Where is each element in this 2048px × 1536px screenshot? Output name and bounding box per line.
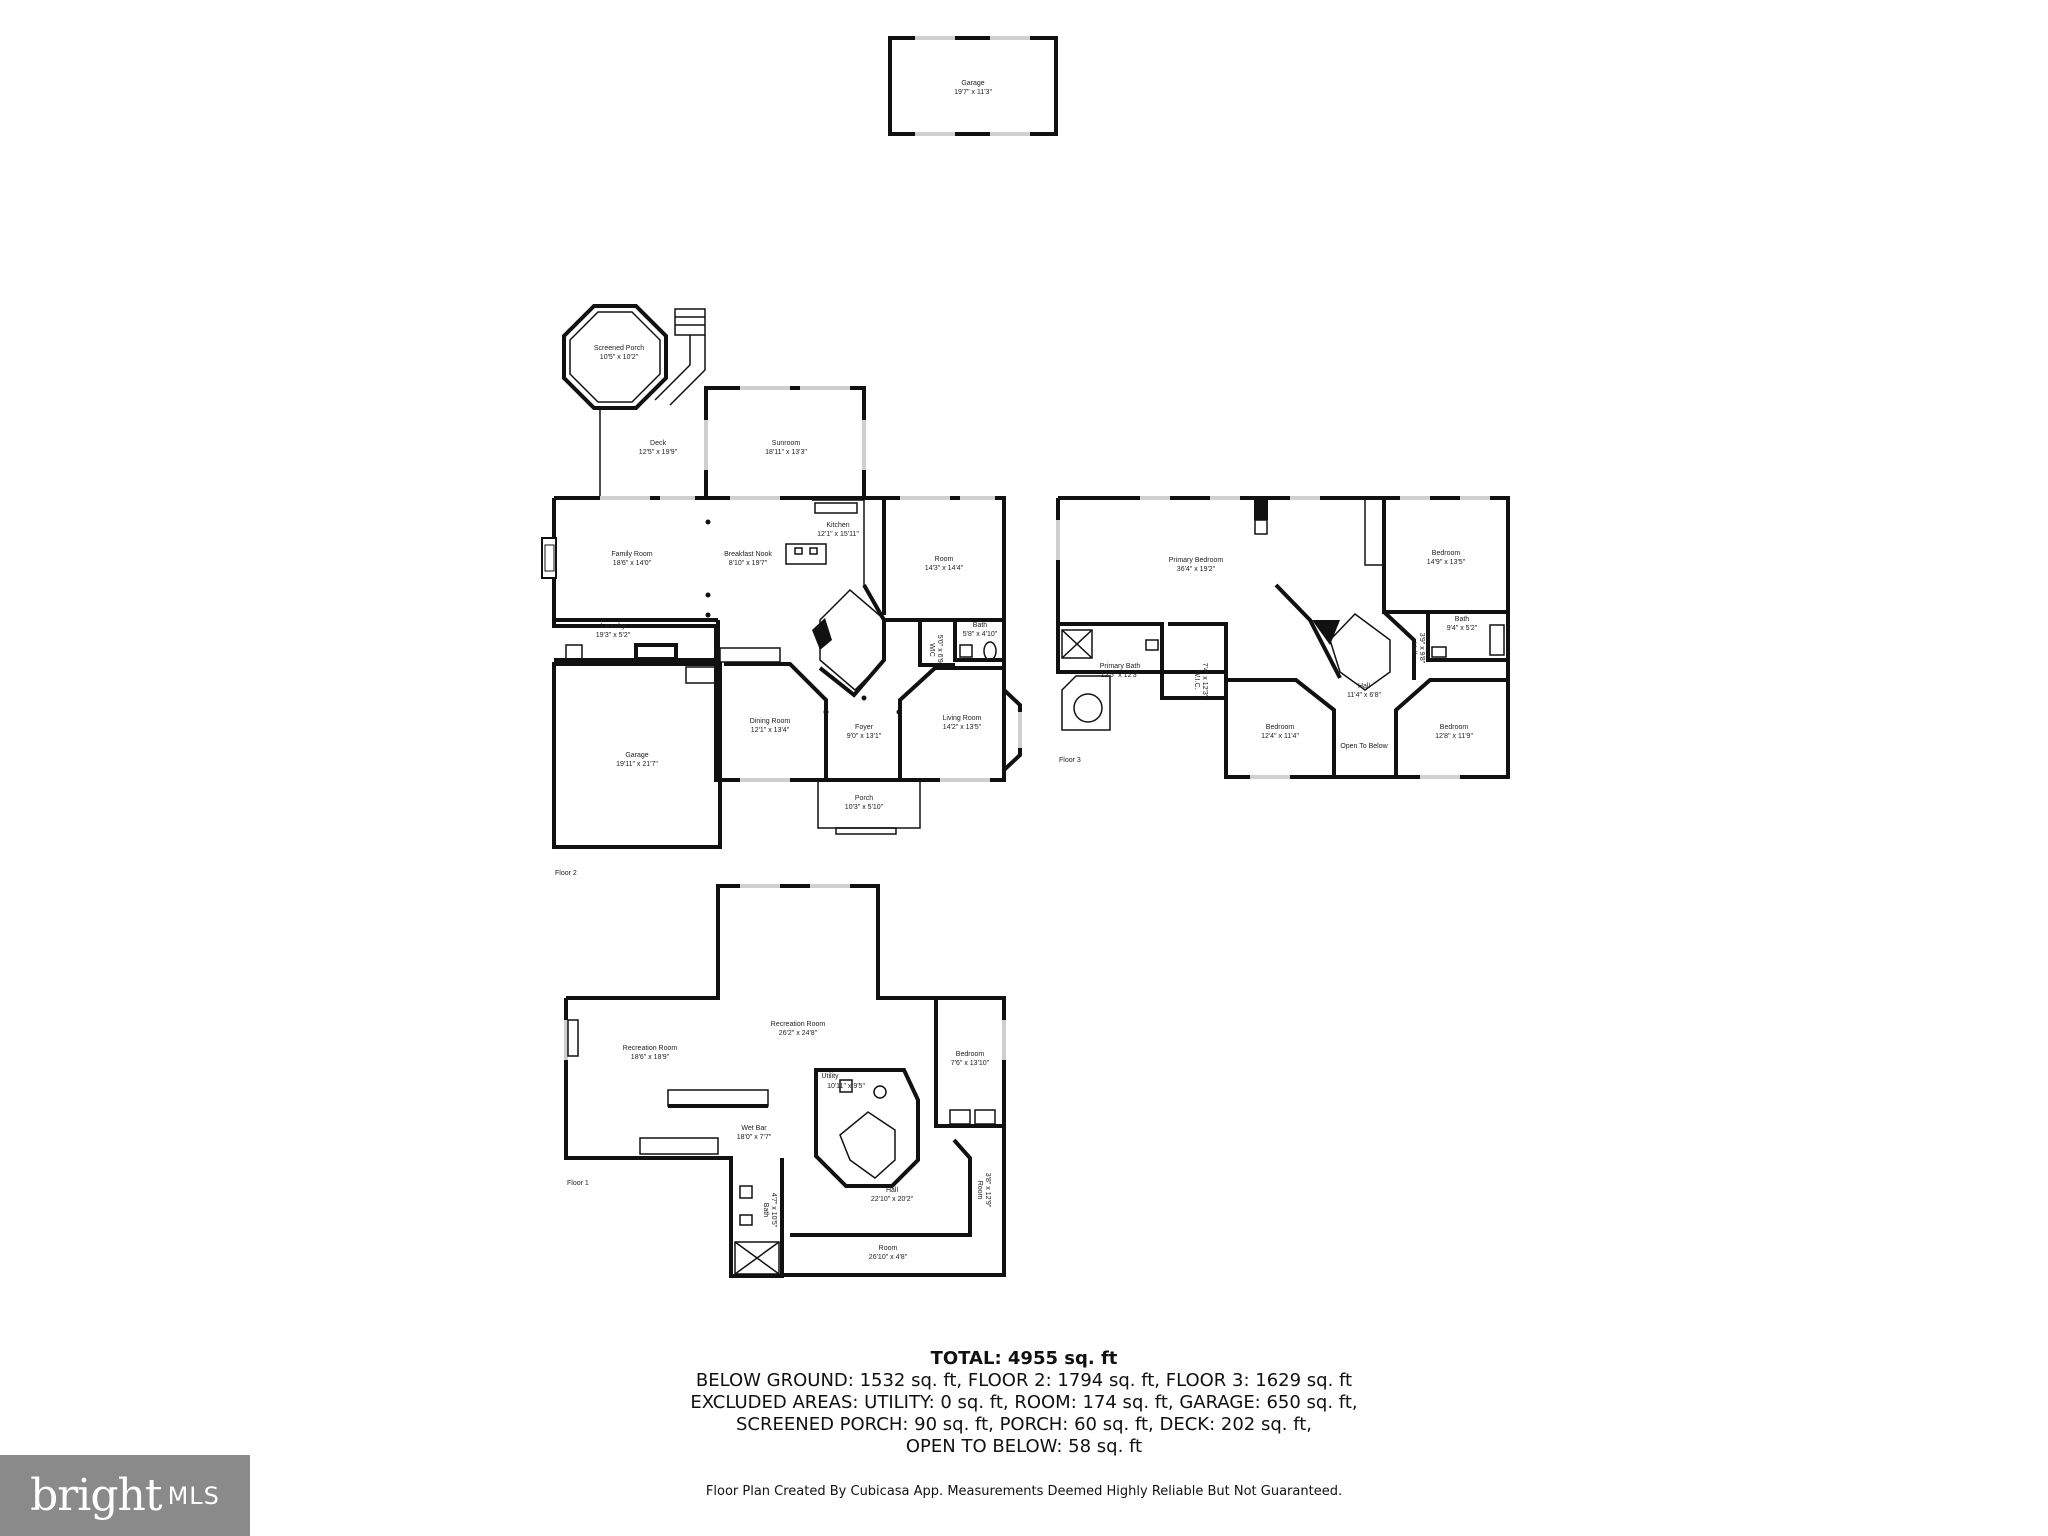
room-dims: 9'4" x 5'2" — [1447, 625, 1478, 632]
room-name: Room — [976, 1181, 983, 1200]
room-name: Breakfast Nook — [724, 551, 772, 558]
room-dims: 22'10" x 20'2" — [871, 1196, 914, 1203]
room-dims: 12'5" x 12'3" — [1101, 672, 1140, 679]
room-dims: 19'7" x 11'3" — [954, 89, 992, 96]
area-line-3: SCREENED PORCH: 90 sq. ft, PORCH: 60 sq.… — [735, 1414, 1313, 1435]
room-name: Sunroom — [772, 440, 801, 447]
room-name: Primary Bath — [1100, 663, 1141, 670]
floor-2-plan: Screened Porch 10'5" x 10'2" Deck 12'5" … — [541, 304, 1022, 877]
credit-note: Floor Plan Created By Cubicasa App. Meas… — [705, 1484, 1343, 1499]
room-name: Room — [935, 556, 954, 563]
room-dims: 18'6" x 18'9" — [631, 1054, 670, 1061]
room-name: WIC — [928, 643, 935, 657]
room-dims: 14'3" x 14'4" — [925, 565, 964, 572]
room-name: Laundry — [600, 623, 626, 630]
room-name: Garage — [625, 752, 648, 759]
room-name: Room — [879, 1245, 898, 1252]
room-dims: 18'6" x 14'0" — [613, 560, 652, 567]
floor-1-plan: Recreation Room 18'6" x 18'9" Recreation… — [564, 884, 1006, 1278]
area-summary: TOTAL: 4955 sq. ft BELOW GROUND: 1532 sq… — [0, 1348, 2048, 1458]
room-dims: 3'9" x 9'8" — [1418, 633, 1425, 664]
area-line-1: BELOW GROUND: 1532 sq. ft, FLOOR 2: 1794… — [695, 1370, 1353, 1391]
room-dims: 36'4" x 19'2" — [1177, 566, 1216, 573]
room-dims: 9'0" x 13'1" — [847, 733, 882, 740]
room-dims: 12'5" x 19'9" — [639, 449, 678, 456]
room-name: Screened Porch — [594, 345, 644, 352]
room-dims: 12'1" x 15'11" — [817, 531, 859, 538]
room-name: Primary Bedroom — [1169, 557, 1224, 564]
logo-brand: bright — [30, 1470, 162, 1521]
room-name: Family Room — [611, 551, 652, 558]
room-name: W.I.C. — [1193, 670, 1200, 689]
room-dims: 12'1" x 13'4" — [751, 727, 790, 734]
room-dims: 14'9" x 13'5" — [1427, 559, 1466, 566]
room-name: Porch — [855, 795, 873, 802]
room-dims: 18'0" x 7'7" — [737, 1134, 772, 1141]
detached-garage: Garage 19'7" x 11'3" — [888, 36, 1058, 136]
room-name: Deck — [650, 440, 666, 447]
room-dims: 10'5" x 10'2" — [600, 354, 639, 361]
room-name: Foyer — [855, 724, 874, 731]
floor-3-label: Floor 3 — [1059, 757, 1081, 764]
logo-suffix: MLS — [167, 1481, 220, 1510]
room-dims: 26'2" x 24'8" — [779, 1030, 818, 1037]
room-name: Recreation Room — [623, 1045, 678, 1052]
room-name: Dining Room — [750, 718, 791, 725]
room-name: Wet Bar — [741, 1125, 767, 1132]
area-line-2: EXCLUDED AREAS: UTILITY: 0 sq. ft, ROOM:… — [690, 1392, 1358, 1413]
room-dims: 8'10" x 19'7" — [729, 560, 768, 567]
total-area: TOTAL: 4955 sq. ft — [930, 1348, 1118, 1369]
room-name: Open To Below — [1340, 743, 1388, 750]
room-name: Utility — [821, 1073, 839, 1080]
room-dims: 12'4" x 11'4" — [1261, 733, 1299, 740]
room-dims: 19'3" x 5'2" — [596, 632, 631, 639]
floor-3-plan: Primary Bedroom 36'4" x 19'2" Bedroom 14… — [1056, 496, 1510, 779]
room-dims: 5'8" x 4'10" — [963, 631, 998, 638]
room-dims: 3'8" x 12'9" — [984, 1173, 991, 1208]
room-dims: 5'0" x 6'9" — [936, 635, 943, 666]
room-dims: 18'11" x 13'3" — [765, 449, 807, 456]
room-dims: 10'11" x 9'5" — [827, 1083, 865, 1090]
floor-2-label: Floor 2 — [555, 870, 577, 877]
room-name: Hall — [886, 1187, 899, 1194]
room-dims: 4'7" x 10'5" — [770, 1193, 777, 1228]
room-dims: 12'8" x 11'9" — [1435, 733, 1473, 740]
room-name: Bedroom — [1440, 724, 1469, 731]
room-name: Hall — [1358, 683, 1371, 690]
room-dims: 7'6" x 13'10" — [951, 1060, 990, 1067]
room-dims: 14'2" x 13'5" — [943, 724, 982, 731]
room-name: Living Room — [943, 715, 982, 722]
room-name: Bedroom — [1266, 724, 1295, 731]
area-line-4: OPEN TO BELOW: 58 sq. ft — [905, 1436, 1143, 1457]
bright-mls-logo: bright MLS — [0, 1455, 250, 1536]
room-name: Recreation Room — [771, 1021, 826, 1028]
room-dims: 7'4" x 12'3" — [1201, 663, 1208, 698]
room-name: Bedroom — [956, 1051, 985, 1058]
room-dims: 10'3" x 5'10" — [845, 804, 884, 811]
room-dims: 19'11" x 21'7" — [616, 761, 658, 768]
room-name: Kitchen — [826, 522, 849, 529]
room-name: Bath — [1455, 616, 1470, 623]
room-name: Bath — [762, 1203, 769, 1218]
room-name: Garage — [961, 80, 984, 87]
room-dims: 11'4" x 6'8" — [1347, 692, 1381, 699]
room-name: Bedroom — [1432, 550, 1461, 557]
room-dims: 26'10" x 4'8" — [869, 1254, 908, 1261]
room-name: Bath — [973, 622, 988, 629]
room-name: Hall — [1410, 642, 1417, 655]
floor-1-label: Floor 1 — [567, 1180, 589, 1187]
